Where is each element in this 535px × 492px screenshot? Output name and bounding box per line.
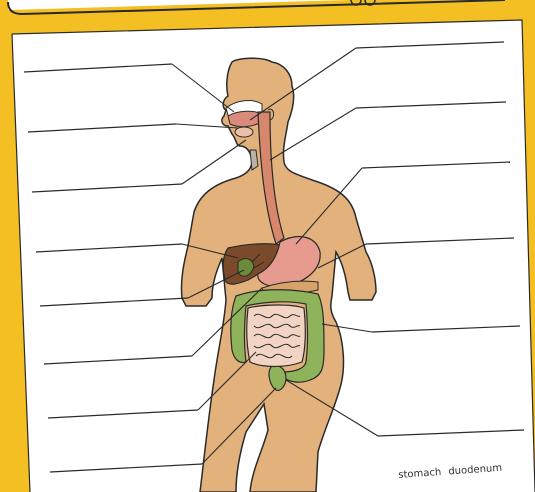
mouth-cavity [226,101,262,127]
small-intestine [247,305,306,367]
title-box [8,0,520,14]
